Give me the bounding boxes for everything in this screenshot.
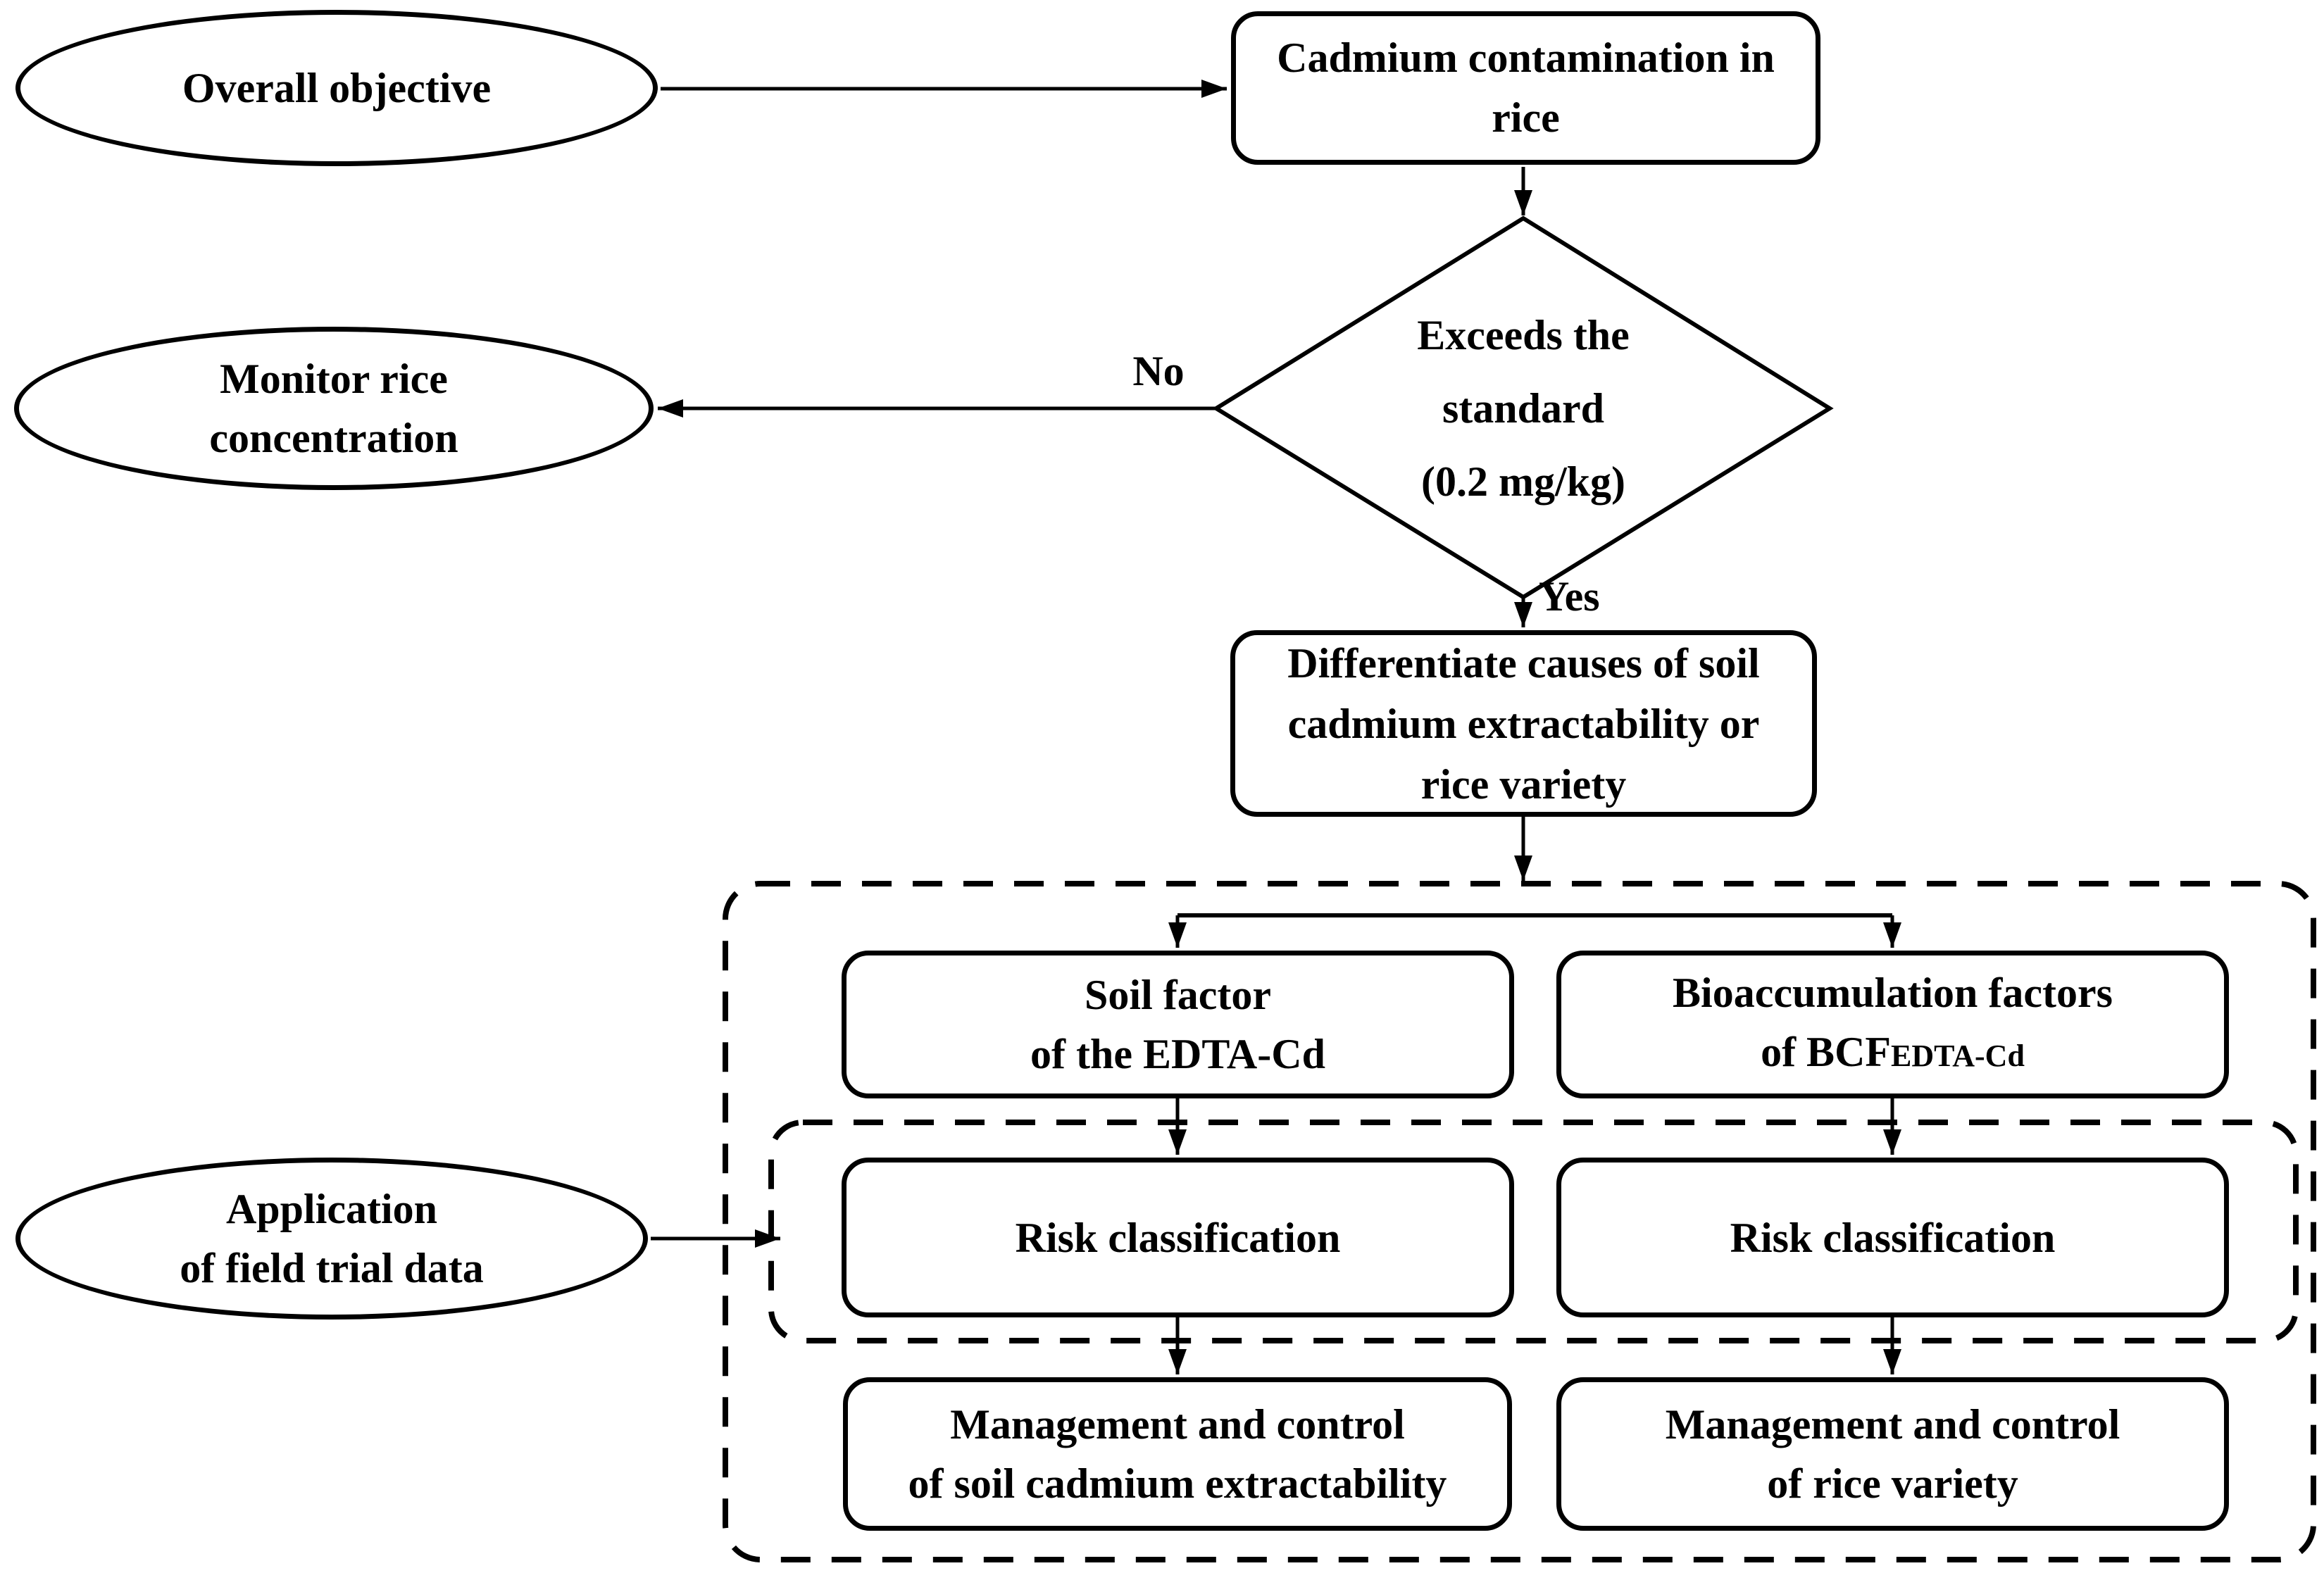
node-risk-classification-left: Risk classification — [842, 1158, 1514, 1317]
decision-line: Exceeds the — [1417, 312, 1630, 358]
node-label-line: of the EDTA-Cd — [1030, 1031, 1325, 1077]
node-application-field-trial-data: Application of field trial data — [15, 1158, 648, 1320]
node-risk-classification-right: Risk classification — [1556, 1158, 2229, 1317]
node-monitor-rice-concentration: Monitor rice concentration — [14, 327, 654, 490]
node-label-line: Differentiate causes of soil — [1287, 639, 1760, 687]
edge-label-no: No — [1132, 348, 1185, 394]
node-label-line: Management and control — [1665, 1401, 2120, 1448]
node-label-line: of soil cadmium extractability — [908, 1460, 1447, 1507]
node-label: Overall objective — [182, 65, 492, 111]
bcf-subscript: EDTA-Cd — [1891, 1039, 2025, 1073]
node-label-line: Monitor rice — [220, 356, 448, 402]
node-label-line: rice variety — [1420, 760, 1627, 808]
node-label-line: of field trial data — [180, 1245, 484, 1291]
node-label-line: Application — [225, 1186, 438, 1232]
edge-label-yes: Yes — [1539, 573, 1600, 620]
node-label-line: cadmium extractability or — [1287, 700, 1760, 747]
node-management-soil-cadmium: Management and control of soil cadmium e… — [843, 1377, 1512, 1531]
split-connector — [1168, 913, 1901, 948]
node-label-line: Management and control — [950, 1401, 1405, 1448]
node-soil-factor: Soil factor of the EDTA-Cd — [842, 951, 1514, 1098]
decision-line: (0.2 mg/kg) — [1421, 458, 1625, 505]
node-label-line: rice — [1492, 94, 1560, 141]
node-differentiate-causes: Differentiate causes of soil cadmium ext… — [1230, 630, 1817, 817]
node-label-line: Bioaccumulation factors — [1673, 970, 2113, 1016]
node-label-line: concentration — [209, 415, 458, 461]
node-label: Risk classification — [1730, 1214, 2056, 1261]
node-cadmium-contamination: Cadmium contamination in rice — [1231, 11, 1820, 165]
node-exceeds-standard-decision-label: Exceeds the standard (0.2 mg/kg) — [1312, 299, 1735, 518]
node-bioaccumulation-factors: Bioaccumulation factors of BCFEDTA-Cd — [1556, 951, 2229, 1098]
node-overall-objective: Overall objective — [15, 10, 658, 166]
node-label-line: Soil factor — [1085, 972, 1271, 1018]
bcf-prefix: of BCF — [1761, 1029, 1892, 1075]
decision-diamond-shape — [1212, 215, 1834, 600]
node-label: Risk classification — [1015, 1214, 1341, 1261]
node-label-line: of BCFEDTA-Cd — [1761, 1022, 2025, 1086]
node-label-line: of rice variety — [1767, 1460, 2018, 1507]
outer-dashed-container — [723, 881, 2316, 1562]
node-label-line: Cadmium contamination in — [1277, 35, 1775, 81]
node-management-rice-variety: Management and control of rice variety — [1556, 1377, 2229, 1531]
decision-line: standard — [1442, 385, 1605, 432]
